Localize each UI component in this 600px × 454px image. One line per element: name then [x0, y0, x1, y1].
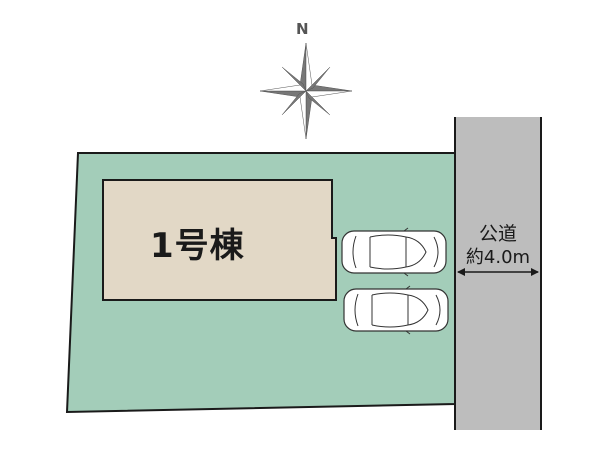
north-label: N [296, 20, 309, 38]
compass-rose-icon [259, 42, 353, 140]
car-icon [343, 285, 449, 335]
building-1 [102, 179, 337, 301]
road-width-arrow [457, 268, 539, 276]
road-width-label: 約4.0m [465, 247, 531, 268]
road-name-label: 公道 [478, 223, 517, 245]
building-label: 1号棟 [150, 226, 245, 266]
car-icon [341, 227, 447, 277]
public-road [455, 117, 541, 430]
